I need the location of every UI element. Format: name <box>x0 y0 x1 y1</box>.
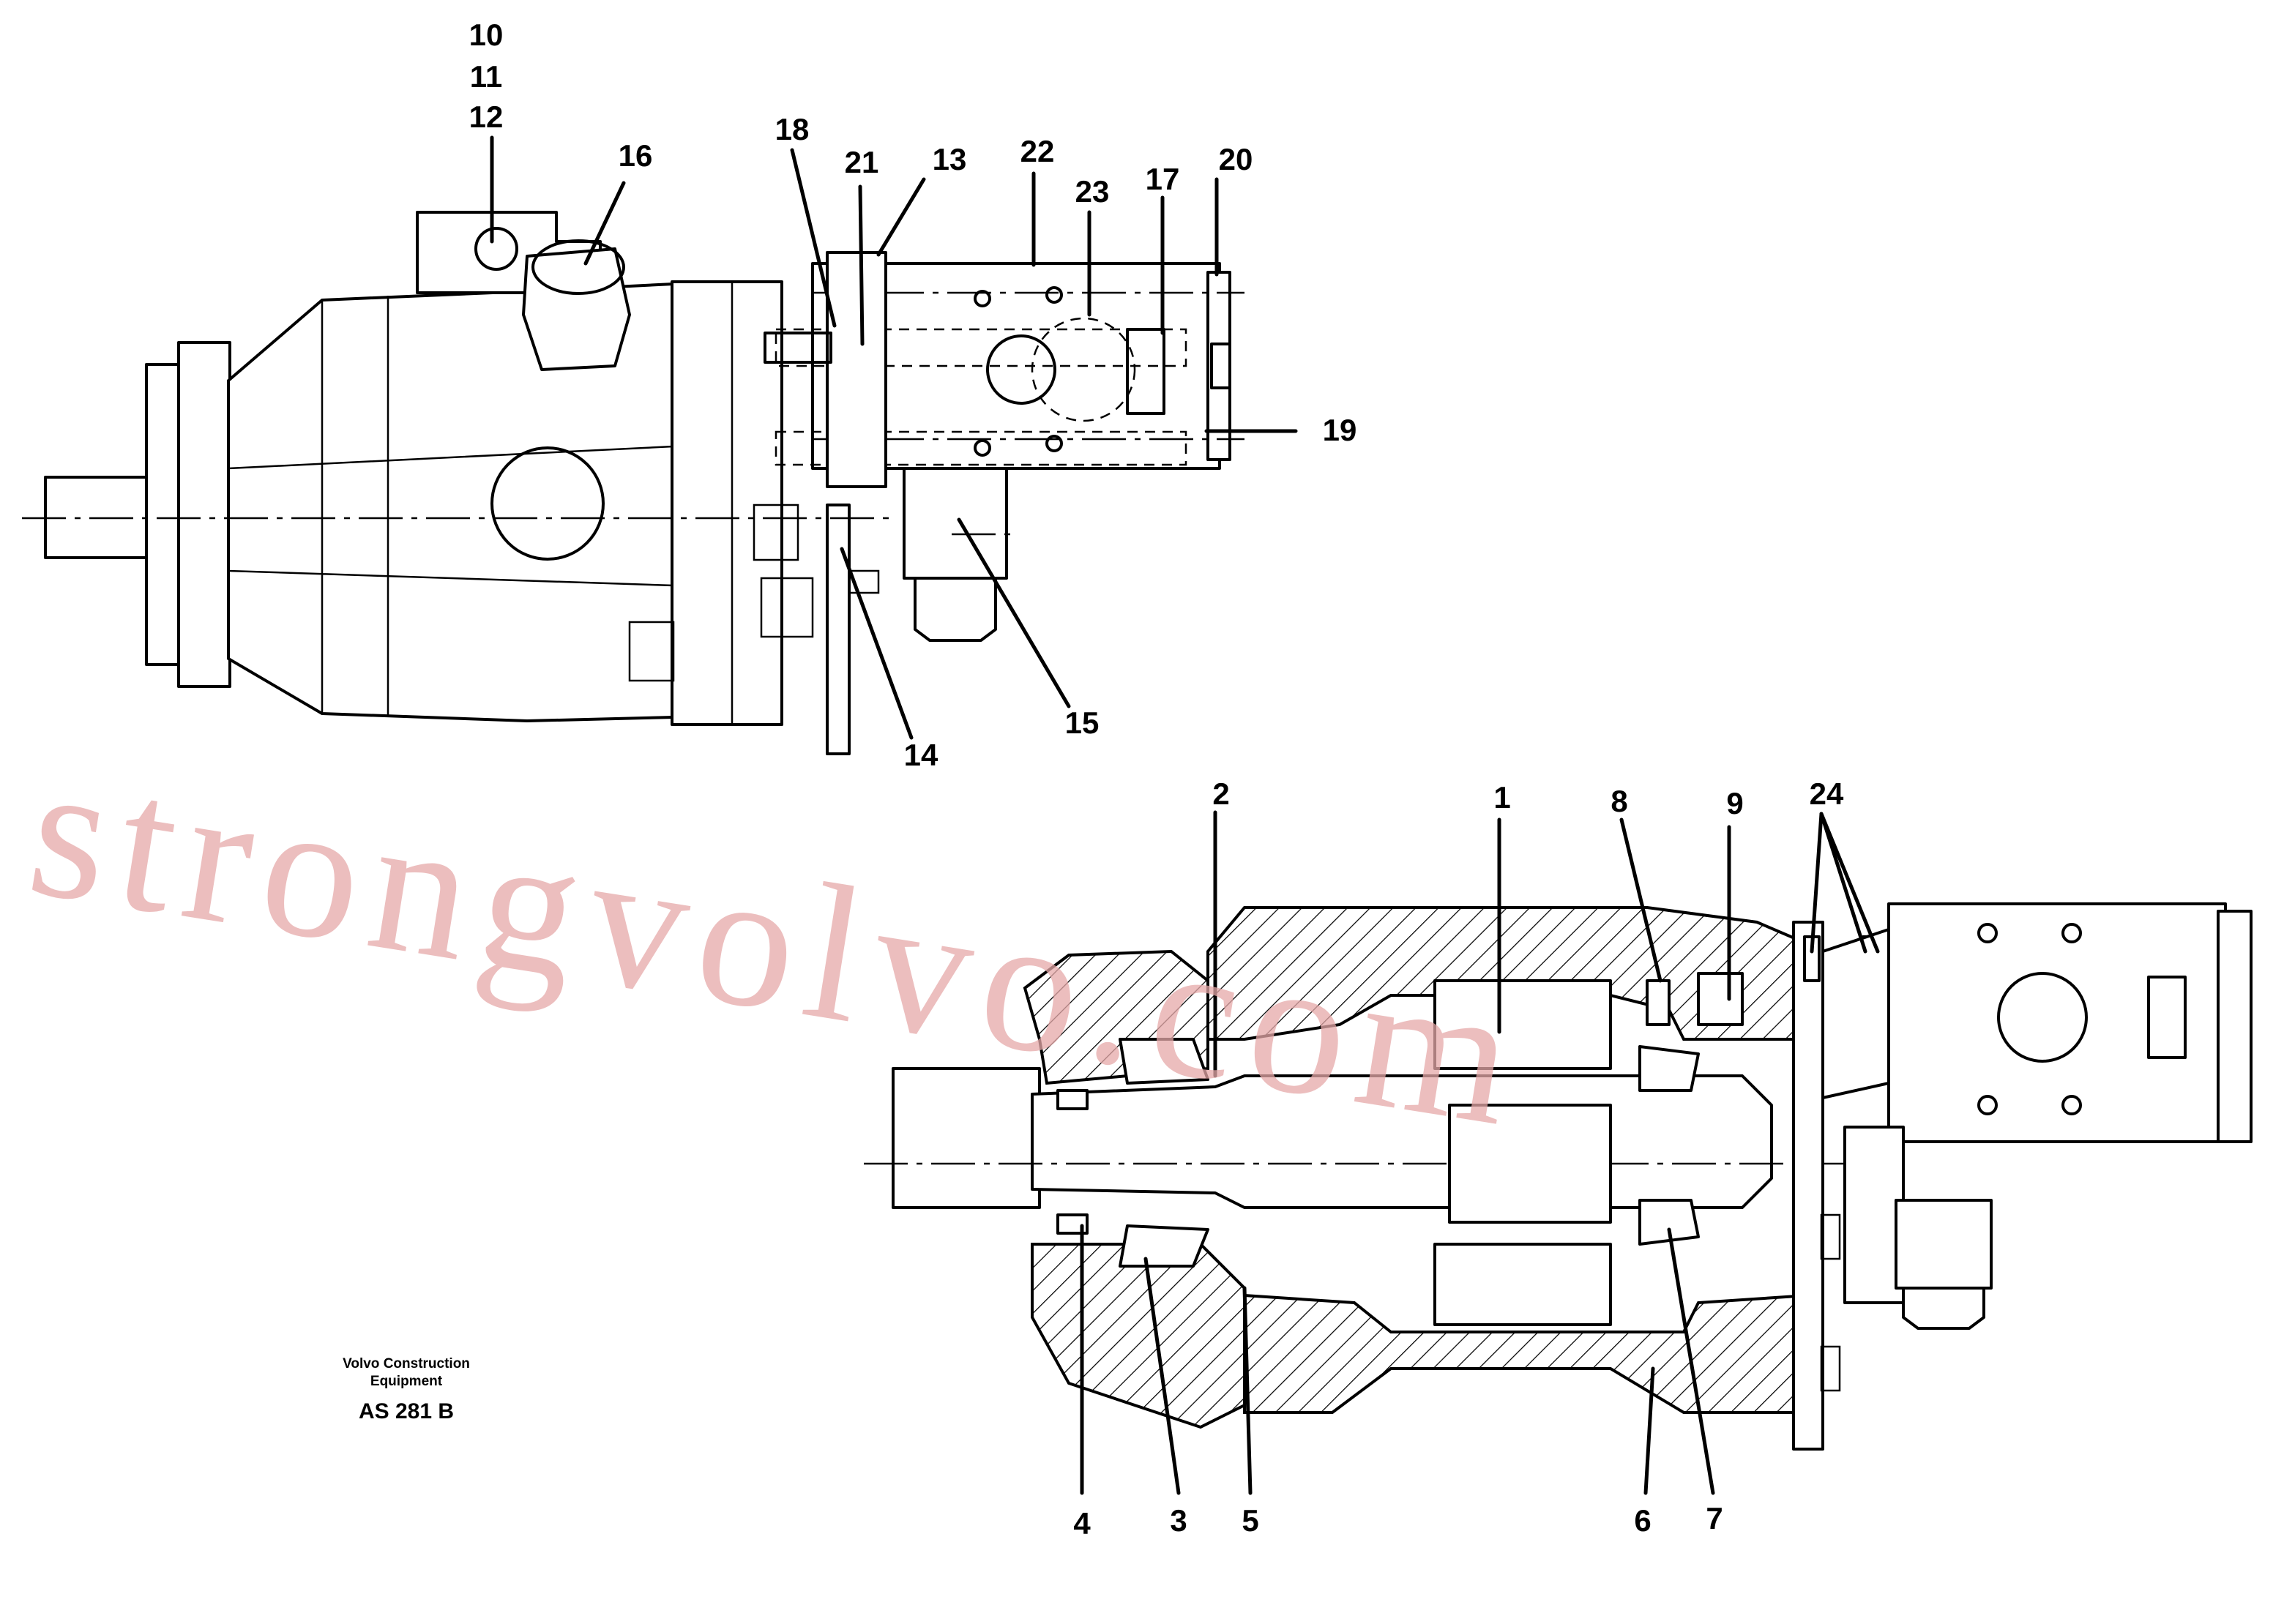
pump-side-view <box>22 211 1244 755</box>
leader-7 <box>1667 1227 1715 1495</box>
leader-18 <box>790 148 837 328</box>
section-bearing-3-top <box>1119 1038 1209 1085</box>
leader-5 <box>1242 1286 1253 1495</box>
caption-company-line2: Equipment <box>370 1373 443 1389</box>
leader-24b <box>1819 812 1867 954</box>
callout-2: 2 <box>1212 777 1230 811</box>
section-seal-4 <box>1056 1213 1089 1235</box>
callout-23: 23 <box>1075 174 1110 209</box>
section-bearing-7 <box>1638 1199 1700 1246</box>
pump-section-view <box>864 902 2253 1451</box>
leader-3 <box>1143 1257 1181 1495</box>
section-plug-9 <box>1697 972 1744 1026</box>
callout-21: 21 <box>844 145 879 179</box>
callout-1: 1 <box>1493 780 1511 815</box>
caption-reference: AS 281 B <box>358 1399 455 1423</box>
callout-13: 13 <box>932 142 967 176</box>
callout-6: 6 <box>1634 1503 1652 1538</box>
section-port-8 <box>1646 979 1671 1026</box>
section-cylinder-1 <box>1433 979 1612 1070</box>
caption-block: Volvo Construction Equipment AS 281 B <box>322 1355 490 1425</box>
top-flange <box>177 341 231 688</box>
leader-24c <box>1819 812 1880 954</box>
callout-10: 10 <box>469 18 504 52</box>
leader-lines <box>490 135 1880 1495</box>
callout-9: 9 <box>1726 786 1744 820</box>
top-housing-edges <box>228 296 674 717</box>
top-solenoid-15 <box>903 467 1008 580</box>
callout-14: 14 <box>903 738 938 772</box>
top-fitting-16 <box>522 247 631 371</box>
section-valve-port <box>1997 972 2088 1063</box>
callout-12: 12 <box>469 100 504 134</box>
top-valve-port <box>986 334 1056 405</box>
callout-8: 8 <box>1611 784 1628 818</box>
section-control-valve <box>1887 902 2227 1143</box>
leader-16 <box>583 181 626 266</box>
leader-14 <box>840 547 914 740</box>
callout-17: 17 <box>1145 162 1180 196</box>
top-bracket-14 <box>826 504 851 755</box>
leader-8 <box>1619 817 1662 983</box>
section-solenoid <box>1895 1199 1993 1290</box>
callout-3: 3 <box>1170 1503 1187 1538</box>
section-front-cover-bottom <box>1031 1243 1246 1429</box>
top-boss <box>490 446 605 561</box>
section-valve-adapter <box>1821 928 1890 1099</box>
top-plug-10-12 <box>474 227 518 271</box>
callout-18: 18 <box>775 112 810 146</box>
callout-11: 11 <box>469 59 503 94</box>
callout-19: 19 <box>1322 413 1357 447</box>
callout-24: 24 <box>1809 777 1844 811</box>
section-port-plate <box>1792 921 1824 1451</box>
callout-22: 22 <box>1020 134 1055 168</box>
callout-5: 5 <box>1242 1503 1259 1538</box>
top-valve-plate <box>826 251 887 488</box>
leader-6 <box>1643 1366 1655 1495</box>
caption-company-line1: Volvo Construction <box>343 1356 470 1372</box>
callout-20: 20 <box>1218 142 1253 176</box>
leader-13 <box>876 177 926 257</box>
section-bearing-3 <box>1119 1224 1209 1268</box>
callout-16: 16 <box>618 138 653 173</box>
callout-7: 7 <box>1706 1501 1723 1535</box>
callout-15: 15 <box>1064 706 1100 740</box>
leader-15 <box>957 517 1071 708</box>
leader-24a <box>1810 812 1824 954</box>
leader-21 <box>858 184 865 346</box>
callout-4: 4 <box>1073 1506 1091 1541</box>
